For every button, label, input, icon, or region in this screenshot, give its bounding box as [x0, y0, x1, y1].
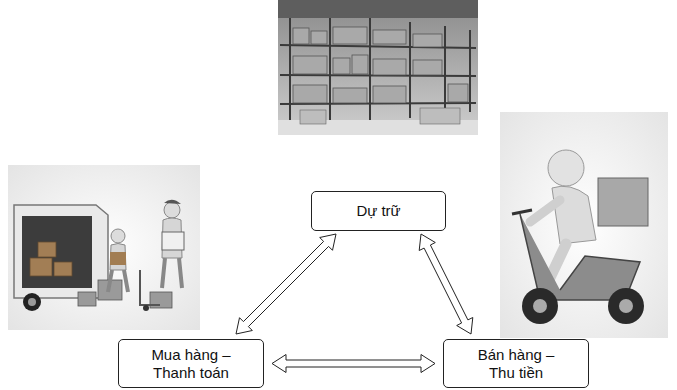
- box-label: Mua hàng – Thanh toán: [145, 346, 237, 381]
- box-label: Dự trữ: [356, 202, 400, 219]
- scooter-photo: [500, 112, 668, 338]
- delivery-van-photo: [8, 165, 200, 330]
- process-box: Bán hàng – Thu tiền: [443, 339, 589, 388]
- box-label: Bán hàng – Thu tiền: [470, 346, 562, 381]
- double-arrow: [419, 234, 473, 334]
- double-arrow: [236, 234, 336, 334]
- process-box: Mua hàng – Thanh toán: [118, 339, 264, 388]
- warehouse-photo: [278, 0, 478, 135]
- double-arrow: [272, 355, 435, 373]
- process-box: Dự trữ: [311, 191, 446, 231]
